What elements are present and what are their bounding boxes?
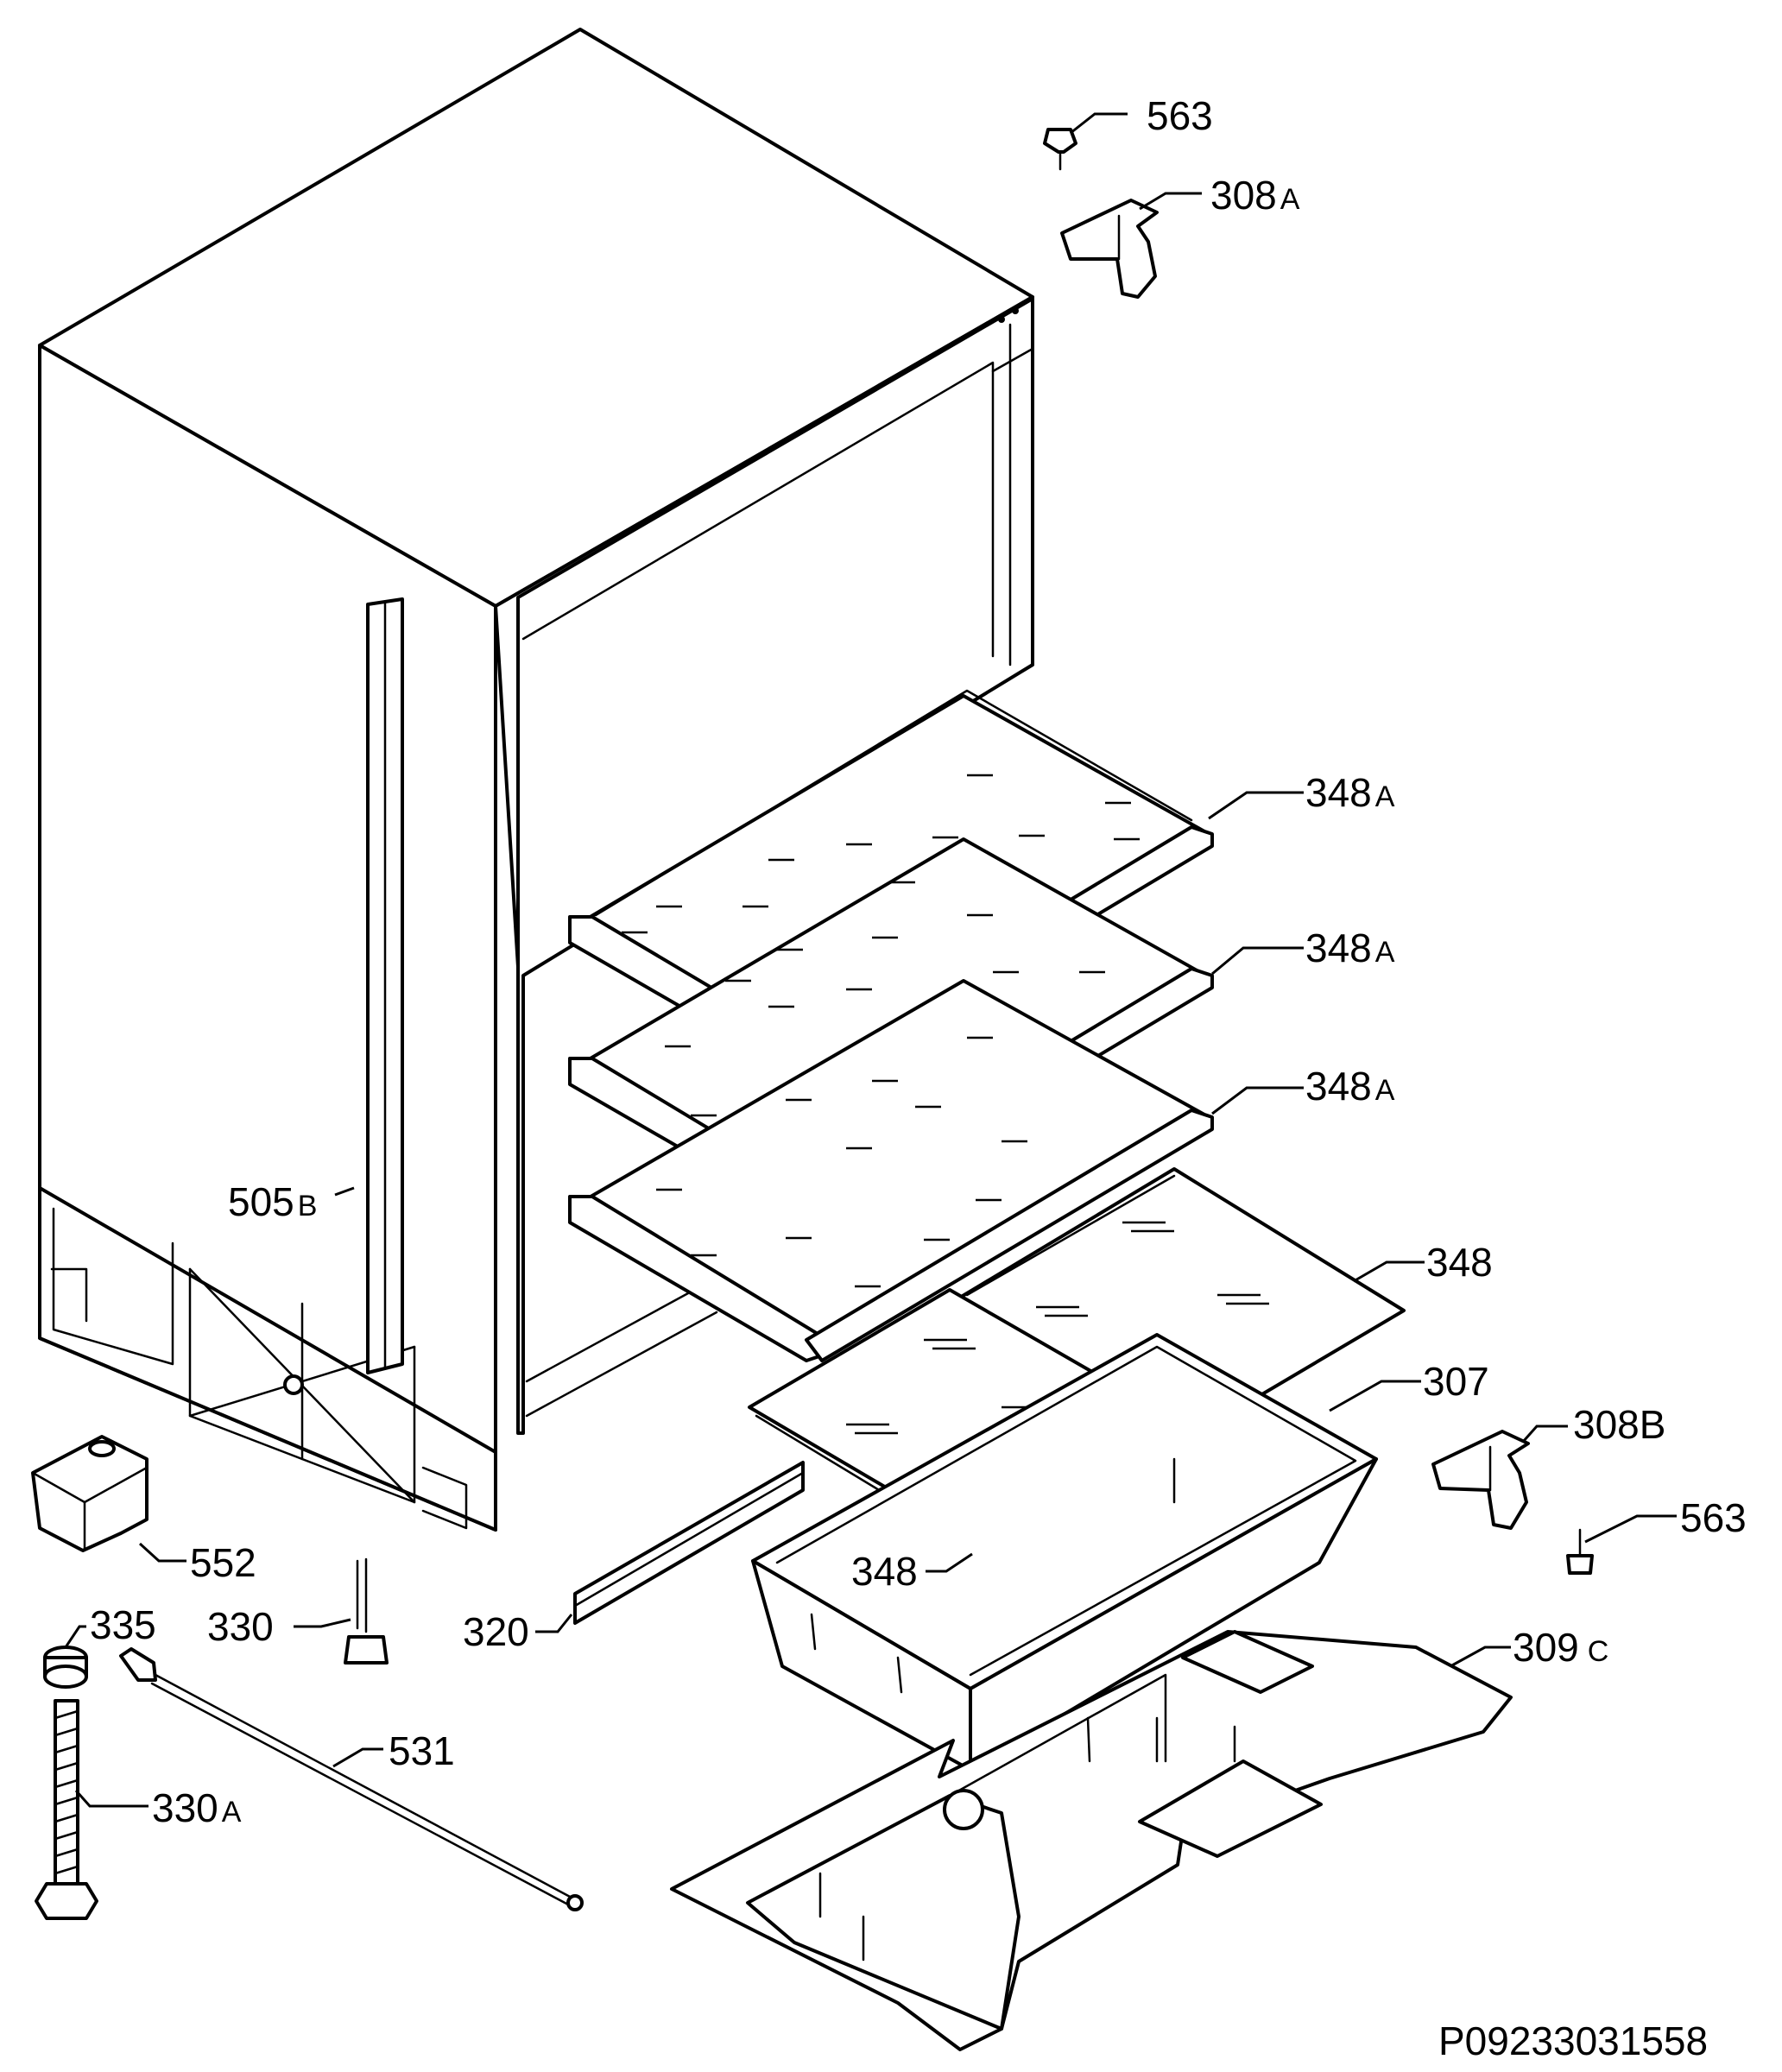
label-531: 531	[389, 1728, 455, 1773]
trim-strip-320	[573, 1461, 805, 1625]
label-348-upper: 348	[1426, 1240, 1493, 1285]
door-seal-505b	[366, 597, 404, 1374]
label-307: 307	[1423, 1359, 1489, 1404]
label-563-bottom: 563	[1680, 1495, 1747, 1540]
label-330: 330	[207, 1604, 274, 1649]
pin-563-bottom	[1566, 1528, 1594, 1575]
crisper-drawer-307	[751, 1333, 1378, 1772]
shelf-348a-bottom	[568, 979, 1214, 1362]
screw-330a	[35, 1699, 98, 1920]
fridge-cabinet	[38, 28, 1034, 1532]
leader-lines	[64, 112, 1677, 1808]
glass-texture-marks	[622, 774, 1140, 1288]
label-308b: 308B	[1573, 1402, 1665, 1447]
rod-531	[119, 1647, 584, 1911]
label-348-lower: 348	[851, 1549, 918, 1594]
pin-563-top	[1043, 128, 1077, 171]
bottom-tray-309c	[670, 1630, 1513, 2051]
nut-335	[43, 1646, 88, 1689]
label-320: 320	[463, 1609, 529, 1654]
label-563-top: 563	[1147, 93, 1213, 138]
foot-330	[344, 1557, 389, 1665]
hinge-308a	[1060, 199, 1159, 299]
hinge-308b	[1431, 1430, 1530, 1530]
bracket-552	[31, 1435, 148, 1552]
drawing-code: P09233031558	[1438, 2018, 1708, 2063]
label-552: 552	[190, 1540, 256, 1585]
label-335: 335	[90, 1602, 156, 1647]
